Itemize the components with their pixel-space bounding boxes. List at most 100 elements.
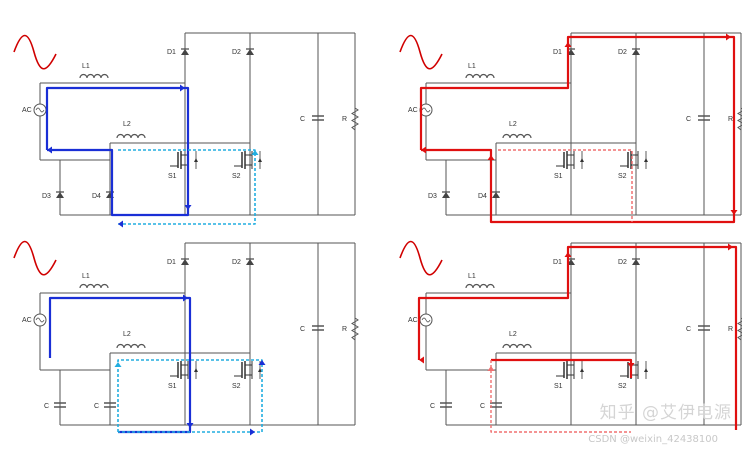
label-d1: D1 — [553, 259, 562, 266]
flow-arrow-blue — [186, 423, 194, 428]
diode-d2 — [632, 259, 640, 265]
label-c: C — [300, 116, 305, 123]
current-path-red-dashed — [498, 149, 633, 222]
flow-arrow-blue — [183, 294, 188, 302]
label-d4: D4 — [92, 193, 101, 200]
inductor-l2 — [116, 133, 146, 139]
label-c-mid: C — [94, 403, 99, 410]
label-s1: S1 — [554, 173, 563, 180]
flow-arrow-red — [419, 356, 424, 364]
inductor-l1 — [79, 73, 109, 79]
label-l2: L2 — [509, 121, 517, 128]
diode-d2 — [246, 259, 254, 265]
label-c-mid: C — [480, 403, 485, 410]
label-s2: S2 — [618, 383, 627, 390]
flow-arrow-red — [726, 33, 731, 41]
label-s1: S1 — [168, 383, 177, 390]
diode-d3 — [442, 192, 450, 198]
label-d2: D2 — [232, 49, 241, 56]
label-r: R — [342, 326, 347, 333]
diode-d1 — [181, 259, 189, 265]
ac-sine-waveform — [399, 34, 443, 70]
label-d2: D2 — [232, 259, 241, 266]
flow-arrow-red — [487, 155, 495, 160]
flow-arrow-blue — [118, 220, 123, 228]
resistor-load — [737, 107, 742, 131]
watermark-brand: 知乎 @艾伊电源 — [599, 403, 732, 423]
flow-arrow-red — [627, 363, 635, 368]
label-s2: S2 — [232, 173, 241, 180]
ac-sine-waveform — [13, 240, 57, 276]
inductor-l2 — [116, 343, 146, 349]
mosfet-s1 — [170, 151, 198, 169]
diode-d2 — [246, 49, 254, 55]
label-ac: AC — [408, 107, 418, 114]
mosfet-s1 — [556, 361, 584, 379]
mosfet-s2 — [620, 151, 648, 169]
mosfet-s1 — [556, 151, 584, 169]
flow-arrow-blue — [180, 84, 185, 92]
label-d1: D1 — [167, 259, 176, 266]
flow-arrow-red — [421, 146, 426, 154]
current-path-red — [417, 245, 738, 430]
flow-arrow-blue — [250, 428, 255, 436]
label-ac: AC — [22, 107, 32, 114]
resistor-load — [351, 317, 359, 341]
flow-arrow-red — [564, 42, 572, 47]
flow-arrow-red — [487, 366, 495, 371]
resistor-load — [351, 107, 359, 131]
mosfet-s1 — [170, 361, 198, 379]
label-l1: L1 — [468, 63, 476, 70]
inductor-l1 — [465, 283, 495, 289]
label-l1: L1 — [82, 63, 90, 70]
flow-arrow-red — [728, 243, 733, 251]
inductor-l1 — [79, 283, 109, 289]
label-d2: D2 — [618, 49, 627, 56]
diode-d4 — [492, 192, 500, 198]
current-path-cyan — [118, 149, 256, 225]
mosfet-s2 — [234, 151, 262, 169]
label-s2: S2 — [618, 173, 627, 180]
label-r: R — [728, 116, 733, 123]
current-path-blue — [48, 296, 192, 434]
label-s1: S1 — [168, 173, 177, 180]
label-l1: L1 — [468, 273, 476, 280]
flow-arrow-cyan — [251, 150, 259, 155]
ac-sine-waveform — [13, 34, 57, 70]
label-ac: AC — [22, 317, 32, 324]
resistor-load — [737, 317, 742, 341]
label-c: C — [686, 116, 691, 123]
label-c: C — [686, 326, 691, 333]
label-l2: L2 — [123, 331, 131, 338]
mosfet-s2 — [234, 361, 262, 379]
label-r: R — [342, 116, 347, 123]
watermark-csdn: CSDN @weixin_42438100 — [588, 434, 718, 445]
current-path-red — [419, 35, 736, 224]
flow-arrow-red — [730, 210, 738, 215]
label-d2: D2 — [618, 259, 627, 266]
label-c: C — [300, 326, 305, 333]
label-d1: D1 — [553, 49, 562, 56]
inductor-l2 — [502, 133, 532, 139]
current-path-red-dashed — [490, 360, 631, 433]
label-c-left: C — [430, 403, 435, 410]
label-d4: D4 — [478, 193, 487, 200]
current-path-blue — [45, 86, 190, 217]
label-d1: D1 — [167, 49, 176, 56]
inductor-l2 — [502, 343, 532, 349]
inductor-l1 — [465, 73, 495, 79]
label-c-left: C — [44, 403, 49, 410]
label-s2: S2 — [232, 383, 241, 390]
flow-arrow-blue — [184, 205, 192, 210]
label-ac: AC — [408, 317, 418, 324]
flow-arrow-blue — [47, 146, 52, 154]
flow-arrow-red — [564, 252, 572, 257]
label-l2: L2 — [509, 331, 517, 338]
diode-d2 — [632, 49, 640, 55]
label-r: R — [728, 326, 733, 333]
label-l1: L1 — [82, 273, 90, 280]
label-d3: D3 — [428, 193, 437, 200]
